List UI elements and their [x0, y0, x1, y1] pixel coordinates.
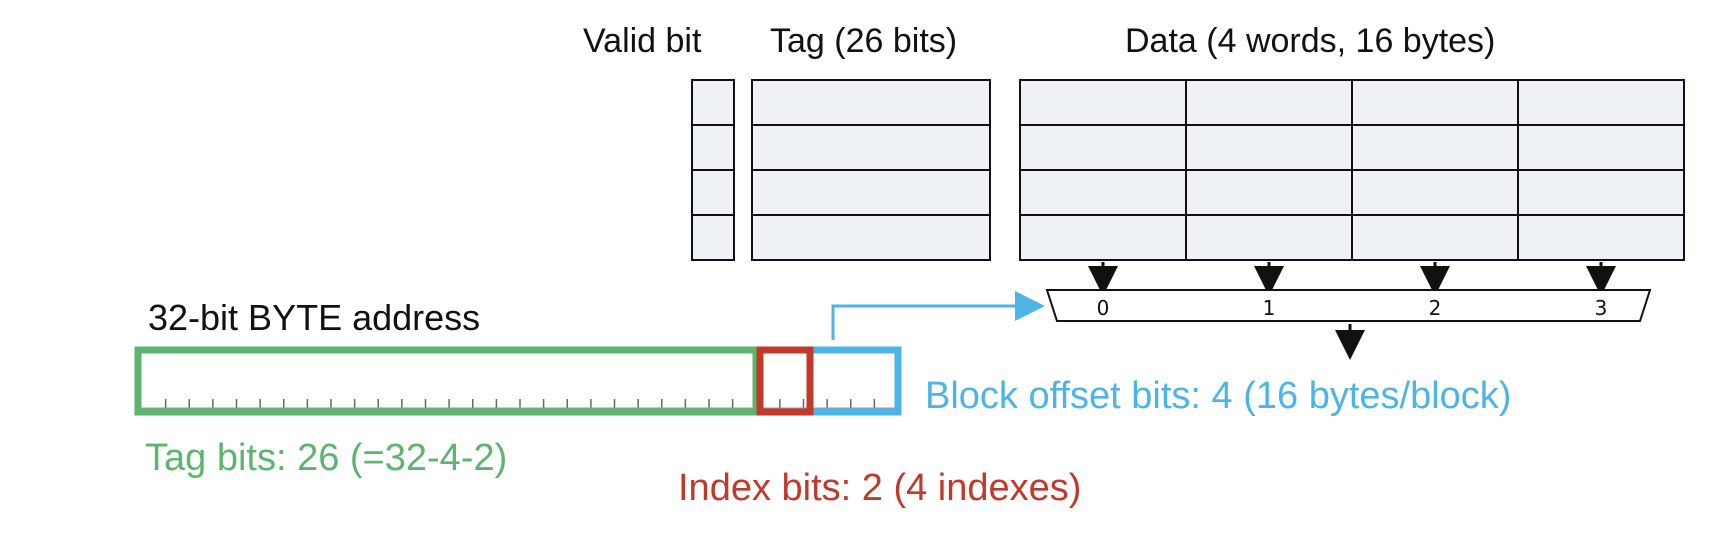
valid-bit-cell — [691, 79, 735, 126]
data-word-cell — [1019, 79, 1187, 126]
data-word-cell — [1517, 79, 1685, 126]
tag-cell — [751, 169, 991, 216]
data-word-cell — [1351, 79, 1519, 126]
mux-input-label: 0 — [1097, 296, 1110, 320]
valid-bit-cell — [691, 124, 735, 171]
data-word-cell — [1351, 214, 1519, 261]
data-word-cell — [1185, 169, 1353, 216]
data-word-cell — [1517, 169, 1685, 216]
data-word-cell — [1351, 169, 1519, 216]
tag-cell — [751, 214, 991, 261]
tag-bits-label: Tag bits: 26 (=32-4-2) — [145, 437, 507, 479]
data-word-cell — [1351, 124, 1519, 171]
data-word-cell — [1185, 79, 1353, 126]
tag-column-header: Tag (26 bits) — [770, 22, 957, 60]
offset-to-mux-arrow — [831, 291, 1045, 340]
valid-bit-cell — [691, 169, 735, 216]
valid-bit-cell — [691, 214, 735, 261]
data-word-cell — [1019, 124, 1187, 171]
data-column-header: Data (4 words, 16 bytes) — [1125, 22, 1495, 60]
valid-bit-header: Valid bit — [583, 22, 702, 60]
mux-input-label: 2 — [1429, 296, 1442, 320]
word-select-mux — [1045, 289, 1652, 322]
address-bit-ticks — [142, 399, 898, 409]
data-word-cell — [1517, 214, 1685, 261]
address-title: 32-bit BYTE address — [148, 297, 480, 338]
data-word-cell — [1019, 169, 1187, 216]
mux-input-label: 3 — [1595, 296, 1608, 320]
valid-bit-column — [691, 79, 735, 261]
data-word-cell — [1185, 214, 1353, 261]
tag-cell — [751, 124, 991, 171]
offset-bits-label: Block offset bits: 4 (16 bytes/block) — [925, 375, 1511, 417]
tag-column — [751, 79, 991, 261]
offset-bits-field — [806, 346, 902, 416]
index-bits-label: Index bits: 2 (4 indexes) — [678, 467, 1081, 509]
mux-input-labels: 0 1 2 3 — [1097, 296, 1608, 320]
tag-bits-field — [134, 346, 760, 416]
mux-input-label: 1 — [1263, 296, 1276, 320]
data-word-cell — [1019, 214, 1187, 261]
data-word-cell — [1185, 124, 1353, 171]
data-word-cell — [1517, 124, 1685, 171]
data-column — [1019, 79, 1685, 261]
index-bits-field — [756, 346, 814, 416]
tag-cell — [751, 79, 991, 126]
word-arrows — [1088, 262, 1616, 296]
